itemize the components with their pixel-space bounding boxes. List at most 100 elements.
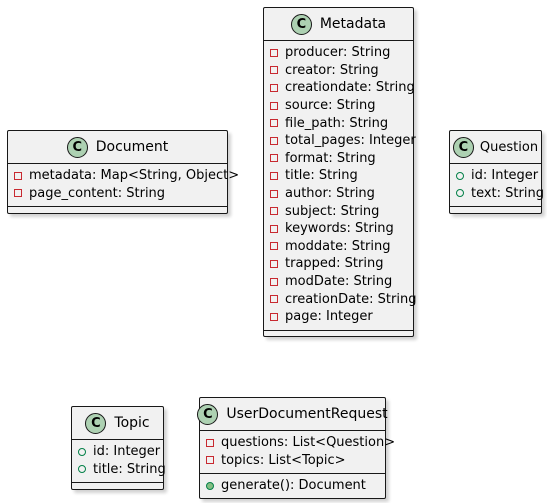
- private-visibility-icon: [270, 66, 278, 75]
- methods-section: [8, 206, 227, 215]
- attribute-text: producer: String: [285, 45, 391, 61]
- private-visibility-icon: [270, 295, 278, 304]
- private-visibility-icon: [270, 312, 278, 321]
- class-userdocumentrequest[interactable]: C UserDocumentRequest questions: List<Qu…: [197, 397, 395, 499]
- class-header: C UserDocumentRequest: [197, 398, 388, 431]
- attribute-row: text: String: [450, 185, 544, 203]
- attribute-text: title: String: [285, 168, 358, 184]
- attribute-row: keywords: String: [264, 220, 413, 238]
- attribute-text: format: String: [285, 150, 376, 166]
- class-name: Question: [479, 139, 539, 155]
- attributes-section: id: Integer title: String: [72, 440, 166, 482]
- attribute-row: page_content: String: [8, 185, 227, 203]
- class-name: UserDocumentRequest: [226, 406, 388, 422]
- methods-section: [72, 482, 163, 491]
- attribute-row: id: Integer: [450, 167, 541, 185]
- class-topic[interactable]: C Topic id: Integer title: String: [71, 406, 166, 491]
- private-visibility-icon: [270, 277, 278, 286]
- attribute-row: trapped: String: [264, 255, 413, 273]
- class-metadata[interactable]: C Metadata producer: String creator: Str…: [263, 7, 417, 339]
- attribute-text: moddate: String: [285, 238, 391, 254]
- attribute-text: questions: List<Question>: [221, 435, 396, 451]
- private-visibility-icon: [270, 242, 278, 251]
- attribute-text: page_content: String: [29, 185, 166, 201]
- private-visibility-icon: [270, 48, 278, 57]
- methods-section: generate(): Document: [200, 473, 385, 499]
- private-visibility-icon: [270, 154, 278, 163]
- private-visibility-icon: [14, 171, 22, 180]
- attribute-row: creationdate: String: [264, 79, 415, 97]
- attribute-row: subject: String: [264, 202, 413, 220]
- class-header: C Question: [450, 131, 541, 164]
- class-stereotype-icon: C: [197, 403, 219, 425]
- attribute-row: creationDate: String: [264, 290, 417, 308]
- private-visibility-icon: [270, 207, 278, 216]
- attribute-text: metadata: Map<String, Object>: [29, 168, 240, 184]
- private-visibility-icon: [270, 189, 278, 198]
- private-visibility-icon: [270, 136, 278, 145]
- methods-section: [450, 206, 541, 215]
- attribute-text: author: String: [285, 186, 375, 202]
- attributes-section: metadata: Map<String, Object> page_conte…: [8, 164, 239, 206]
- attribute-row: page: Integer: [264, 308, 413, 326]
- attribute-row: format: String: [264, 150, 413, 168]
- attribute-text: creator: String: [285, 62, 379, 78]
- private-visibility-icon: [270, 119, 278, 128]
- attribute-row: metadata: Map<String, Object>: [8, 167, 239, 185]
- class-name: Metadata: [319, 16, 387, 32]
- class-name: Document: [95, 139, 169, 155]
- class-document[interactable]: C Document metadata: Map<String, Object>…: [7, 130, 239, 215]
- attribute-row: author: String: [264, 185, 413, 203]
- attribute-row: id: Integer: [72, 443, 163, 461]
- class-question[interactable]: C Question id: Integer text: String: [449, 130, 544, 215]
- attribute-row: title: String: [72, 461, 166, 479]
- class-stereotype-icon: C: [85, 412, 107, 434]
- class-stereotype-icon: C: [452, 136, 474, 158]
- attribute-row: source: String: [264, 97, 413, 115]
- public-visibility-icon: [78, 447, 86, 456]
- attribute-text: modDate: String: [285, 274, 393, 290]
- public-visibility-icon: [78, 465, 86, 474]
- methods-section: [264, 329, 413, 339]
- private-visibility-icon: [206, 438, 214, 447]
- attribute-text: file_path: String: [285, 115, 389, 131]
- private-visibility-icon: [270, 101, 278, 110]
- attribute-text: title: String: [93, 461, 166, 477]
- attribute-text: text: String: [471, 185, 544, 201]
- attributes-section: id: Integer text: String: [450, 164, 544, 206]
- class-stereotype-icon: C: [290, 13, 312, 35]
- attribute-row: file_path: String: [264, 114, 413, 132]
- class-stereotype-icon: C: [66, 136, 88, 158]
- attribute-text: source: String: [285, 98, 376, 114]
- method-text: generate(): Document: [221, 478, 366, 494]
- attribute-text: creationdate: String: [285, 80, 415, 96]
- attribute-text: total_pages: Integer: [285, 133, 416, 149]
- class-header: C Metadata: [264, 8, 413, 41]
- private-visibility-icon: [270, 224, 278, 233]
- private-visibility-icon: [270, 83, 278, 92]
- method-row: generate(): Document: [200, 477, 385, 495]
- attribute-text: page: Integer: [285, 309, 373, 325]
- public-visibility-icon: [456, 171, 464, 180]
- attribute-text: subject: String: [285, 203, 380, 219]
- private-visibility-icon: [270, 259, 278, 268]
- class-header: C Document: [8, 131, 227, 164]
- class-header: C Topic: [72, 407, 163, 440]
- attribute-row: topics: List<Topic>: [200, 452, 385, 470]
- attribute-row: producer: String: [264, 44, 413, 62]
- attribute-text: topics: List<Topic>: [221, 452, 346, 468]
- attribute-text: id: Integer: [93, 444, 161, 460]
- private-visibility-icon: [206, 456, 214, 465]
- attribute-text: id: Integer: [471, 168, 539, 184]
- attribute-text: keywords: String: [285, 221, 394, 237]
- attribute-row: moddate: String: [264, 238, 413, 256]
- attributes-section: questions: List<Question> topics: List<T…: [200, 431, 395, 473]
- private-visibility-icon: [270, 171, 278, 180]
- attribute-row: modDate: String: [264, 273, 413, 291]
- public-method-icon: [206, 481, 214, 490]
- attribute-row: questions: List<Question>: [200, 434, 395, 452]
- private-visibility-icon: [14, 189, 22, 198]
- attribute-text: trapped: String: [285, 256, 384, 272]
- attribute-row: creator: String: [264, 62, 413, 80]
- attribute-text: creationDate: String: [285, 291, 417, 307]
